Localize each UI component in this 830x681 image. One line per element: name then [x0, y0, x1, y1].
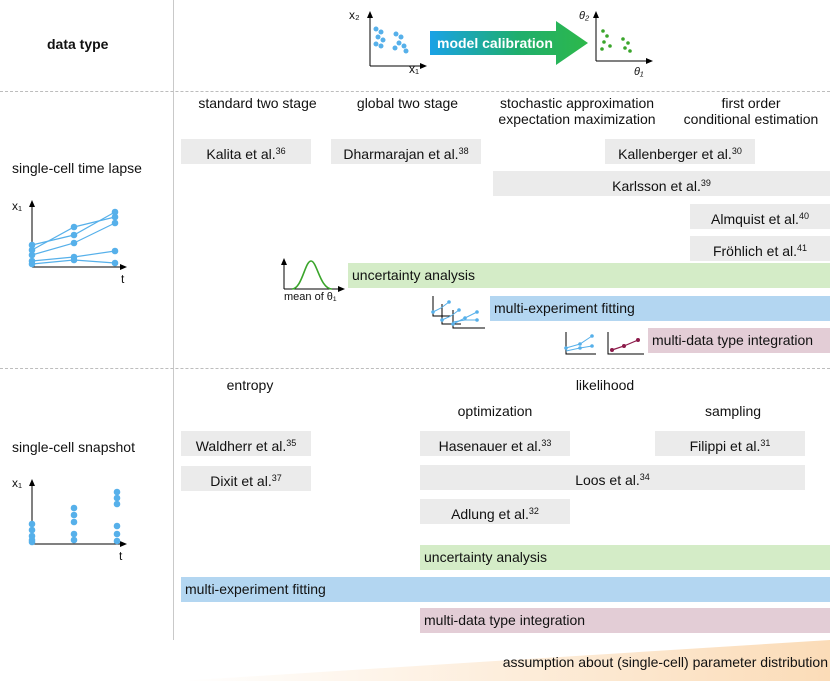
snapshot-plot-icon	[28, 479, 127, 547]
method-saem: stochastic approximation expectation max…	[498, 95, 656, 127]
mean-theta-label: mean of θ₁	[284, 291, 337, 303]
ref-dixit: Dixit et al.37	[181, 466, 311, 491]
model-calibration-label: model calibration	[437, 35, 553, 51]
entropy-header: entropy	[226, 377, 274, 393]
multi-data-icon	[564, 332, 644, 355]
time-lapse-row-label: single-cell time lapse	[12, 160, 142, 176]
time-lapse-t-label: t	[121, 272, 125, 286]
snapshot-x1-label: x₁	[12, 476, 23, 490]
bell-curve-icon	[281, 258, 345, 292]
ref-almquist: Almquist et al.40	[690, 204, 830, 229]
ref-waldherr: Waldherr et al.35	[181, 431, 311, 456]
ref-karlsson: Karlsson et al.39	[493, 171, 830, 196]
model-calibration-arrow-icon	[430, 21, 588, 65]
method-foce: first order conditional estimation	[683, 95, 819, 127]
ref-loos: Loos et al.34	[420, 465, 805, 490]
ref-kallenberger: Kallenberger et al.30	[605, 139, 755, 164]
section-divider-top	[0, 91, 830, 92]
time-lapse-plot-icon	[28, 200, 127, 270]
likelihood-header: likelihood	[575, 377, 635, 393]
snapshot-t-label: t	[119, 549, 123, 563]
ref-dharmarajan: Dharmarajan et al.38	[331, 139, 481, 164]
ref-hasenauer: Hasenauer et al.33	[420, 431, 570, 456]
snapshot-row-label: single-cell snapshot	[12, 439, 135, 455]
column-divider	[173, 0, 174, 640]
x2-axis-label: x₂	[349, 8, 360, 22]
theta2-axis-label: θ₂	[579, 10, 590, 22]
data-type-heading: data type	[47, 36, 109, 52]
section-divider-middle	[0, 368, 830, 369]
x1-axis-label: x₁	[409, 62, 420, 76]
method-global-two-stage: global two stage	[356, 95, 459, 111]
assumption-label: assumption about (single-cell) parameter…	[502, 654, 828, 670]
theta1-axis-label: θ₁	[634, 66, 644, 78]
data-scatter-icon	[367, 11, 427, 69]
time-lapse-multi-data-band: multi-data type integration	[648, 328, 830, 353]
time-lapse-x1-label: x₁	[12, 199, 23, 213]
snapshot-uncertainty-band: uncertainty analysis	[420, 545, 830, 570]
method-standard-two-stage: standard two stage	[198, 95, 317, 111]
sampling-header: sampling	[704, 403, 762, 419]
multi-experiment-icon	[431, 296, 485, 329]
snapshot-multi-experiment-band: multi-experiment fitting	[181, 577, 830, 602]
parameter-scatter-icon	[593, 11, 653, 64]
time-lapse-uncertainty-band: uncertainty analysis	[348, 263, 830, 288]
ref-kalita: Kalita et al.36	[181, 139, 311, 164]
optimization-header: optimization	[457, 403, 533, 419]
snapshot-multi-data-band: multi-data type integration	[420, 608, 830, 633]
time-lapse-multi-experiment-band: multi-experiment fitting	[490, 296, 830, 321]
ref-filippi: Filippi et al.31	[655, 431, 805, 456]
ref-frohlich: Fröhlich et al.41	[690, 236, 830, 261]
ref-adlung: Adlung et al.32	[420, 499, 570, 524]
